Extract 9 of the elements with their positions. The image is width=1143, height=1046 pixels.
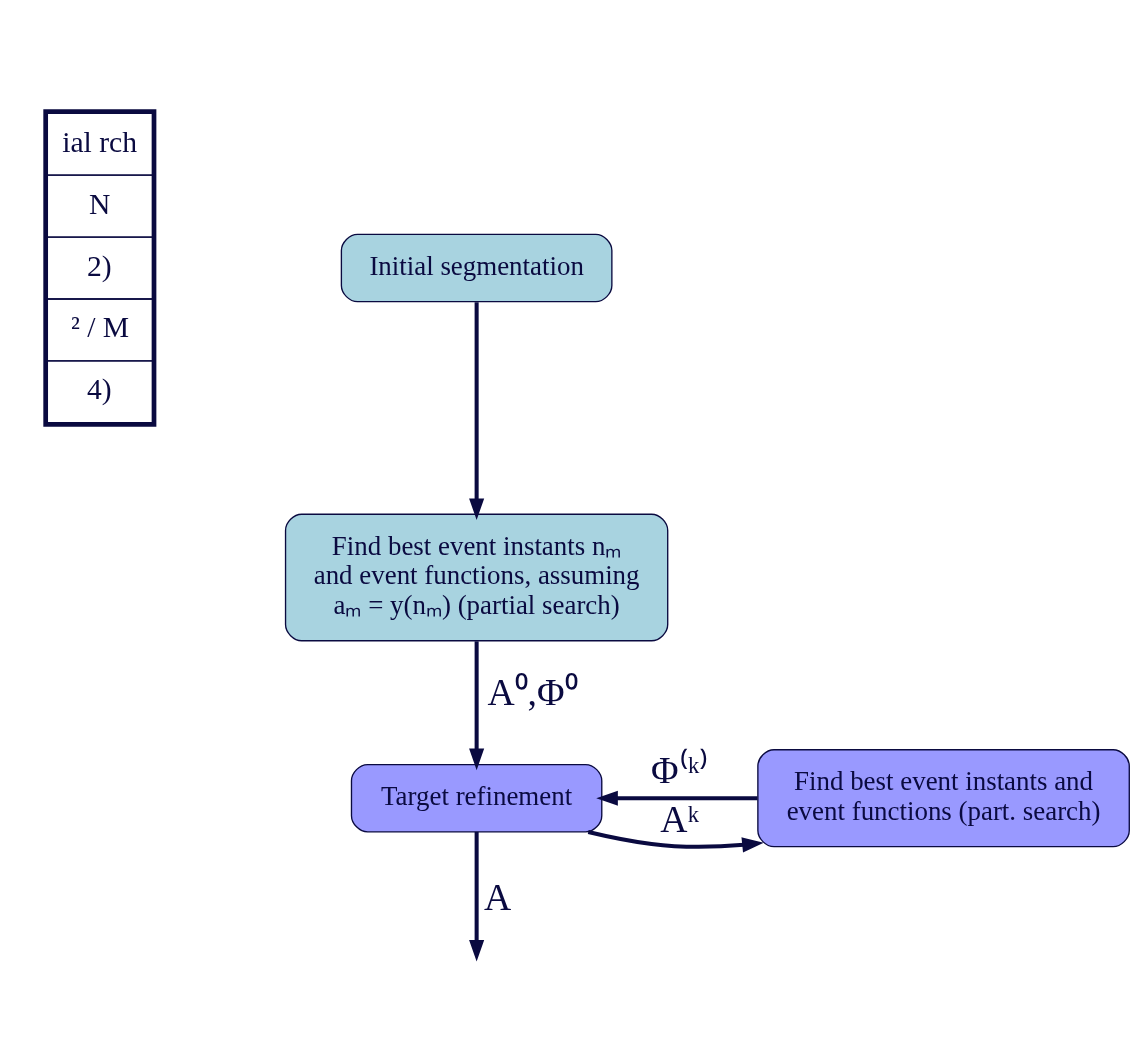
label: 2) <box>87 249 112 282</box>
label: ial rch <box>62 125 137 158</box>
edge-label: A⁰,Φ⁰ <box>487 670 578 713</box>
edge-label: Aᵏ <box>660 797 700 840</box>
label: 4) <box>87 372 112 405</box>
edge-label: A <box>483 875 512 918</box>
label: N <box>89 187 111 220</box>
edge-label: Φ⁽ᵏ⁾ <box>651 748 709 791</box>
label: ² / M <box>70 310 130 343</box>
